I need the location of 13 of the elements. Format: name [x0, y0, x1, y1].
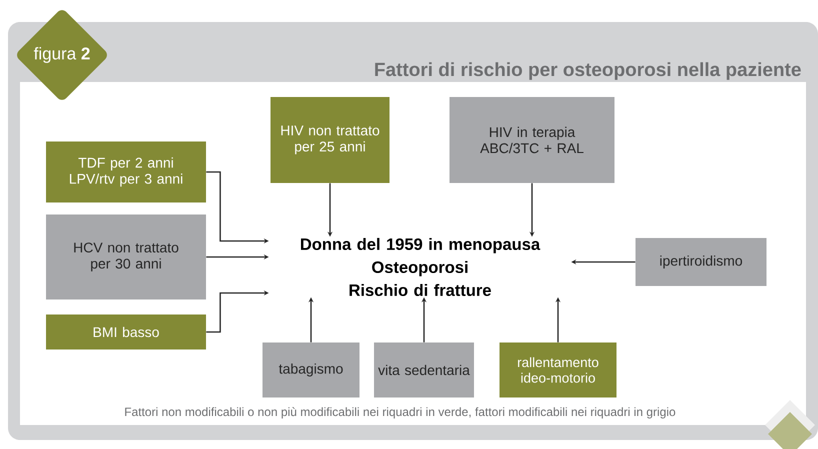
central-text: Donna del 1959 in menopausa Osteoporosi Rischio di fratture	[301, 238, 540, 296]
factor-box: rallentamento ideo-motorio	[500, 342, 616, 398]
caption: Fattori non modificabili o non più modificabili nei riquadri in verde, fattori modificabili nei riquadri in grigio	[125, 407, 676, 418]
factor-box: vita sedentaria	[374, 342, 474, 398]
factor-box: HIV non trattato per 25 anni	[270, 97, 390, 183]
factor-box: HIV in terapia ABC/3TC + RAL	[450, 97, 614, 183]
factor-box: tabagismo	[262, 342, 360, 398]
factor-box: ipertiroidismo	[636, 238, 766, 286]
factor-box: TDF per 2 anni LPV/rtv per 3 anni	[46, 142, 206, 202]
factor-box: HCV non trattato per 30 anni	[46, 214, 206, 300]
figure-badge: figura 2	[17, 10, 107, 100]
factor-box: BMI basso	[46, 314, 206, 350]
title: Fattori di rischio per osteoporosi nella paziente	[375, 62, 801, 80]
